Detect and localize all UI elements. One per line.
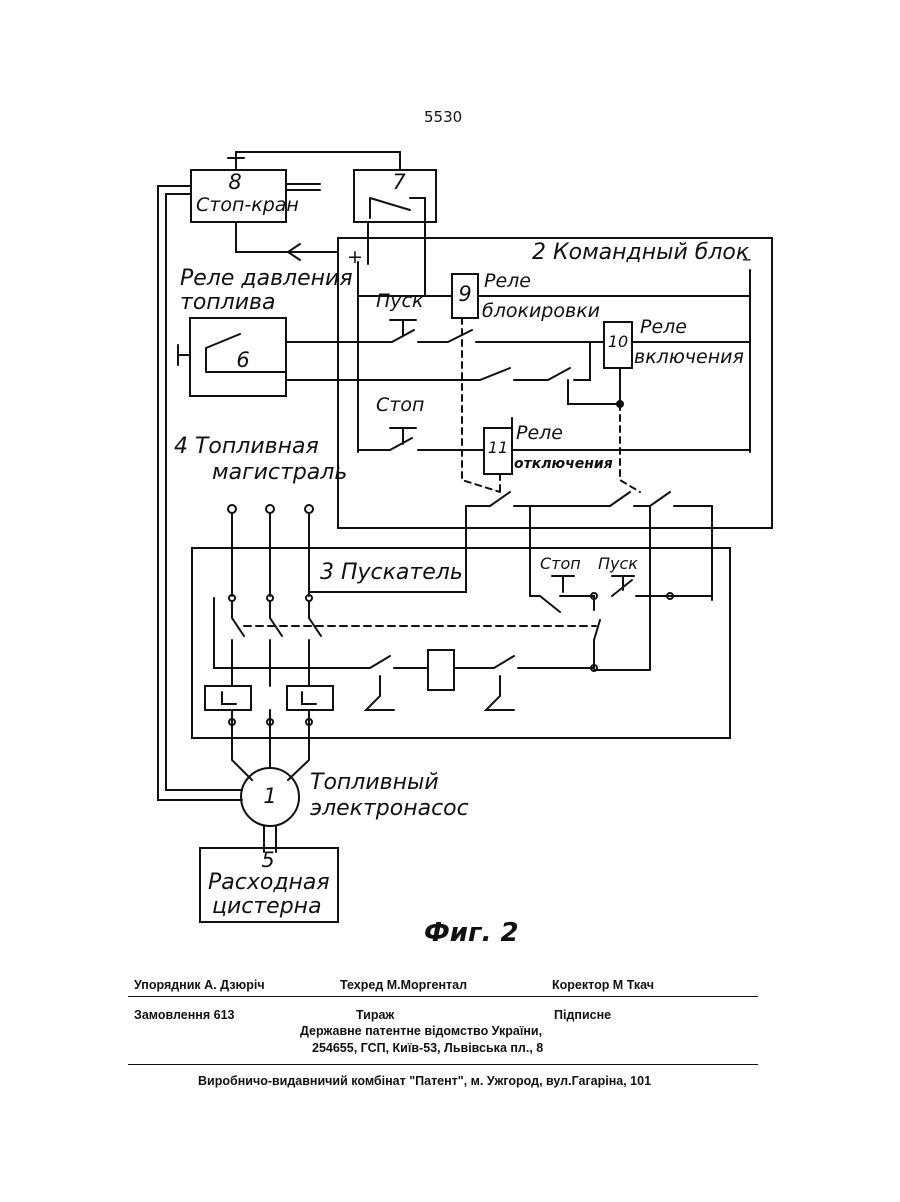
relay9-label-1: Реле [484,270,531,292]
starter-control-right [454,596,600,668]
phase-wires-bottom [232,710,309,780]
footer-techred: Техред М.Моргентал [340,978,467,992]
fuel-line-label-2: магистраль [212,460,347,485]
tank-label-1: Расходная [208,870,330,895]
terminal-b [266,505,274,513]
footer-rule-2 [128,1064,758,1065]
starter-control-left [214,598,428,668]
relay11-number: 11 [484,438,512,457]
wire-from-7 [368,222,452,296]
relay11-label-1: Реле [516,422,563,444]
command-block-label: 2 Командный блок [532,240,749,265]
fuel-pressure-relay-label-2: топлива [180,290,275,315]
relay10-linkage [620,404,640,492]
stop-valve-feed [236,222,338,252]
relay10-aux [568,368,620,404]
page-number: 5530 [424,108,462,126]
relay9-number: 9 [453,282,477,306]
starter-coil [428,650,454,690]
stop-button-mark [390,428,416,444]
fuel-line-label-1: 4 Топливная [174,434,319,459]
footer-circulation: Тираж [356,1008,394,1022]
relay9-linkage [462,318,500,492]
stop-label: Стоп [376,394,424,416]
starter-stop-start [530,580,712,612]
stop-valve-control-wire [236,152,400,170]
footer-order: Замовлення 613 [134,1008,234,1022]
fuel-pressure-relay-label-1: Реле давления [180,266,353,291]
main-contacts [232,601,321,636]
relay7-number: 7 [386,170,412,194]
starter-stop-button [552,576,574,592]
starter-label: 3 Пускатель [320,560,463,585]
thermal-relay-a [205,686,251,710]
pump-number: 1 [256,784,284,808]
terminal-c [305,505,313,513]
start-button-mark [390,320,416,336]
starter-stop-label: Стоп [540,554,581,573]
footer-compiler: Упорядник А. Дзюріч [134,978,265,992]
phase-wires-top [232,513,309,596]
relay11-label-2: отключения [514,456,613,472]
start-label: Пуск [376,290,423,312]
starter-start-label: Пуск [598,554,638,573]
stop-valve-number: 8 [222,170,248,194]
command-block-box [338,238,772,528]
stop-valve-label: Стоп-кран [196,194,299,216]
pump-label-2: электронасос [310,796,469,821]
starter-start-button [612,576,634,590]
relay6-number: 6 [230,348,256,372]
relay9-label-2: блокировки [482,300,600,322]
relay6-to-rung [286,342,590,380]
relay6-side-mark [178,345,190,365]
rung-relay10 [358,330,750,342]
figure-caption: Фиг. 2 [424,918,519,948]
footer-corrector: Коректор М Ткач [552,978,654,992]
relay10-label-1: Реле [640,316,687,338]
thermal-contacts [366,676,514,710]
plus-label: + [347,246,363,268]
footer-office-1: Державне патентне відомство України, [300,1024,542,1038]
command-output-contacts [466,492,712,670]
tank-label-2: цистерна [212,894,322,919]
footer-publisher: Виробничо-видавничий комбінат "Патент", … [198,1074,651,1088]
relay7-contact [370,198,425,240]
phase-wires-mid [232,640,309,686]
minus-label: – [742,248,752,270]
thermal-relay-b [287,686,333,710]
terminal-a [228,505,236,513]
tank-number: 5 [254,848,282,872]
pipe-8-7 [286,184,320,190]
relay10-label-2: включения [634,346,744,368]
pump-label-1: Топливный [310,770,439,795]
footer-rule-1 [128,996,758,997]
footer-subscription: Підписне [554,1008,611,1022]
relay10-number: 10 [604,332,632,351]
footer-office-2: 254655, ГСП, Київ-53, Львівська пл., 8 [312,1041,543,1055]
